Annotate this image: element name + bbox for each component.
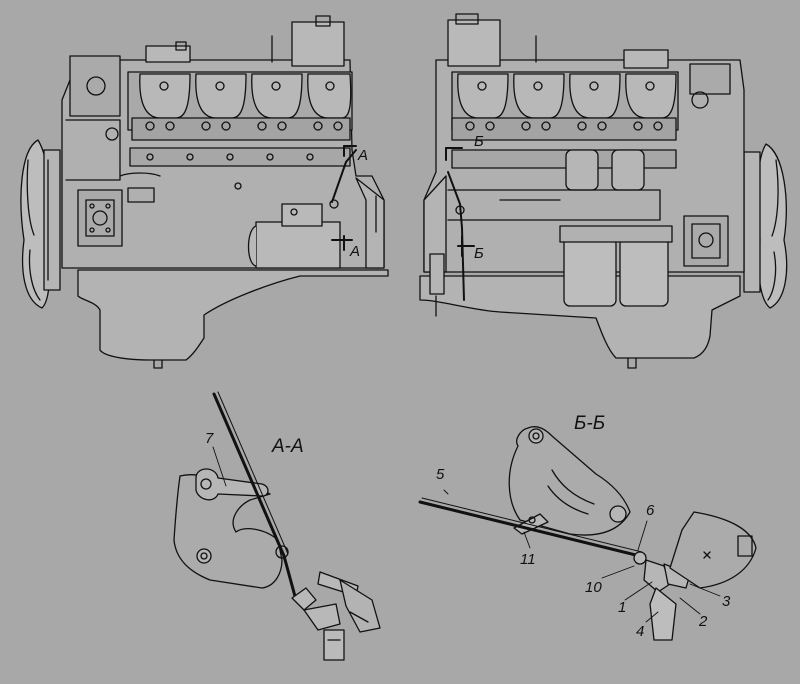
callout-11: 11 — [520, 551, 536, 568]
right-engine-view — [419, 13, 788, 369]
left-section-marker-upper: А — [358, 147, 369, 164]
callout-1: 1 — [618, 599, 627, 616]
callout-2: 2 — [699, 613, 708, 630]
left-fan — [20, 139, 61, 309]
right-oil-filters — [559, 225, 673, 307]
right-cylinder-heads — [451, 71, 679, 141]
left-drain-rod — [331, 149, 357, 203]
callout-7: 7 — [205, 430, 214, 447]
leader-lines — [212, 446, 721, 623]
left-section-marker-lower: А — [350, 243, 361, 260]
callout-6: 6 — [646, 502, 655, 519]
callout-3: 3 — [722, 593, 731, 610]
callout-5: 5 — [436, 466, 445, 483]
callout-4: 4 — [636, 623, 645, 640]
left-oil-pan — [77, 269, 389, 361]
detail-a-a — [173, 391, 381, 661]
detail-b-b — [418, 426, 757, 641]
right-section-marker-upper: Б — [474, 133, 484, 150]
right-drain-tube — [447, 171, 465, 301]
section-b-title: Б-Б — [574, 413, 606, 434]
left-starter — [247, 203, 341, 269]
right-fan — [743, 143, 788, 309]
callout-10: 10 — [585, 579, 602, 596]
left-cylinder-heads — [127, 71, 353, 141]
left-engine-view — [20, 15, 389, 369]
section-a-title: А-А — [272, 436, 304, 457]
right-section-marker-lower: Б — [474, 245, 484, 262]
